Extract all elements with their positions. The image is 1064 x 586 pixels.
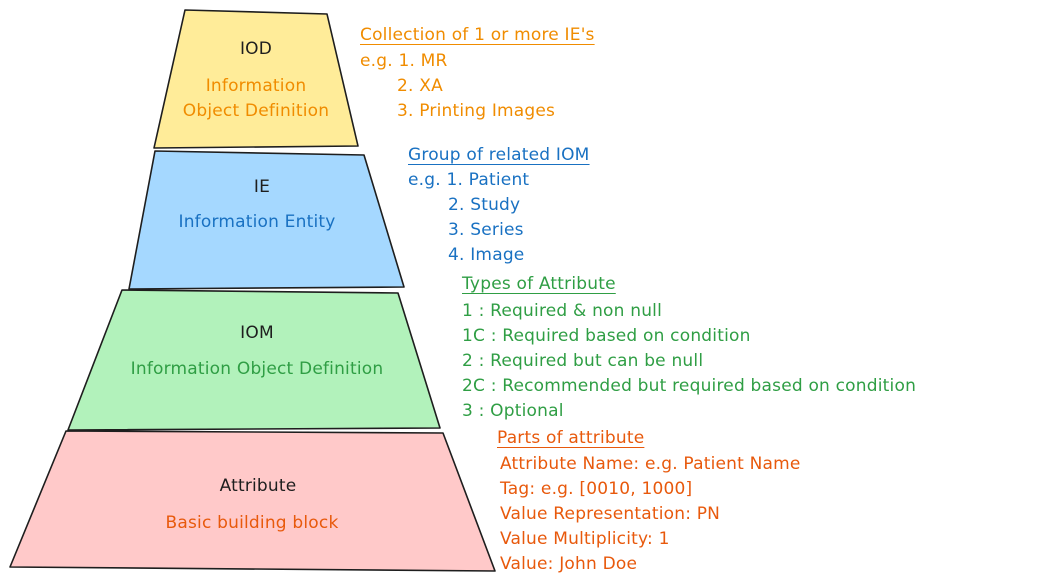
attribute-type-item: 2C : Recommended but required based on c… bbox=[462, 376, 917, 396]
iod-subtitle-line1: Information bbox=[205, 76, 307, 96]
ie-level-shape bbox=[128, 150, 405, 290]
iod-note-item: 2. XA bbox=[397, 76, 443, 96]
attribute-subtitle: Basic building block bbox=[165, 513, 339, 533]
attribute-types-heading: Types of Attribute bbox=[462, 274, 616, 294]
attribute-level-shape bbox=[9, 430, 496, 572]
iod-level-shape bbox=[153, 9, 359, 149]
iom-subtitle: Information Object Definition bbox=[130, 359, 384, 379]
ie-note-heading: Group of related IOM bbox=[408, 145, 590, 165]
iom-level-shape bbox=[67, 289, 441, 431]
attribute-part-item: Tag: e.g. [0010, 1000] bbox=[500, 479, 693, 499]
attribute-type-item: 2 : Required but can be null bbox=[462, 351, 704, 371]
attribute-type-item: 3 : Optional bbox=[462, 401, 564, 421]
ie-note-item: e.g. 1. Patient bbox=[408, 170, 530, 190]
attribute-part-item: Value: John Doe bbox=[500, 554, 638, 574]
ie-note-item: 2. Study bbox=[448, 195, 521, 215]
iod-title: IOD bbox=[239, 39, 273, 59]
ie-note-item: 3. Series bbox=[448, 220, 524, 240]
iod-note-heading: Collection of 1 or more IE's bbox=[360, 25, 595, 45]
attribute-parts-heading: Parts of attribute bbox=[497, 428, 645, 448]
iod-note-item: 3. Printing Images bbox=[397, 101, 556, 121]
attribute-title: Attribute bbox=[219, 476, 297, 496]
attribute-part-item: Value Representation: PN bbox=[500, 504, 721, 524]
ie-note-item: 4. Image bbox=[448, 245, 525, 265]
iod-note-item: e.g. 1. MR bbox=[360, 51, 448, 71]
attribute-part-item: Attribute Name: e.g. Patient Name bbox=[500, 454, 801, 474]
ie-title: IE bbox=[253, 177, 271, 197]
attribute-type-item: 1 : Required & non null bbox=[462, 301, 663, 321]
ie-subtitle: Information Entity bbox=[178, 212, 336, 232]
iom-title: IOM bbox=[240, 323, 274, 343]
attribute-part-item: Value Multiplicity: 1 bbox=[500, 529, 670, 549]
attribute-type-item: 1C : Required based on condition bbox=[462, 326, 751, 346]
iod-subtitle-line2: Object Definition bbox=[182, 101, 330, 121]
